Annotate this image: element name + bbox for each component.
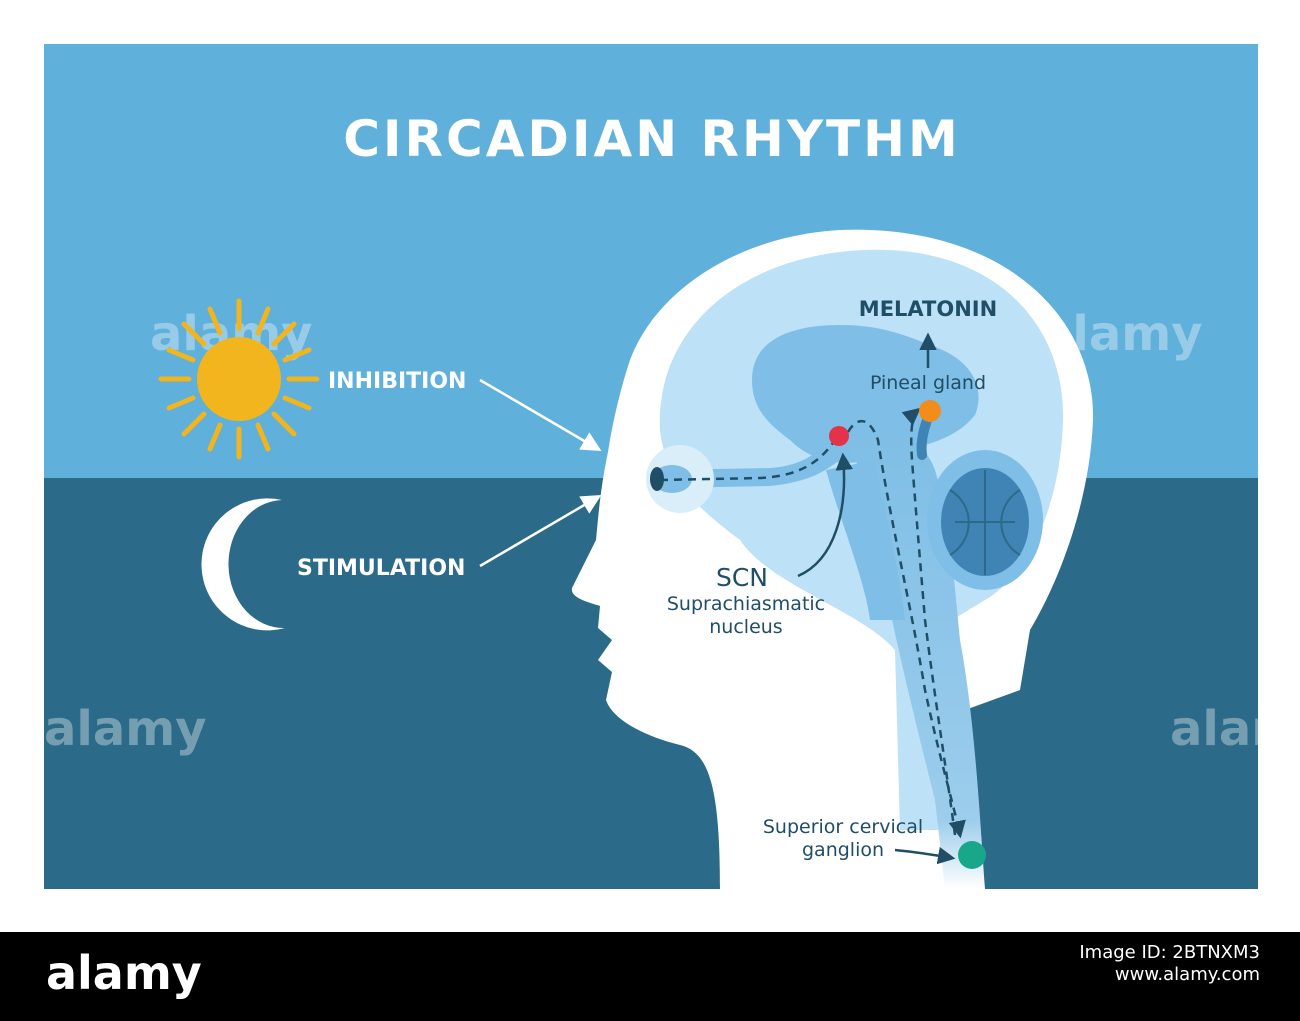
superior-cervical-ganglion-dot [958,841,986,869]
watermark: alamy [44,701,207,757]
scg-label: ganglion [802,839,884,861]
footer-logo: alamy [46,946,202,1000]
scn-dot [829,426,849,446]
page-title: CIRCADIAN RHYTHM [343,110,961,168]
scn-arrow [797,452,853,578]
footer-bar: alamy Image ID: 2BTNXM3 www.alamy.com [0,932,1300,1021]
scg-arrow [894,846,956,865]
brainstem [826,460,905,620]
watermark: alamy [1170,701,1300,757]
pineal-gland-label: Pineal gland [870,372,986,394]
inhibition-label: INHIBITION [328,369,466,394]
pineal-gland-dot [919,400,941,422]
sun-icon [158,298,320,460]
scn-label: SCN [716,563,768,592]
scn-full-label: nucleus [709,616,782,638]
inhibition-arrow [479,378,602,452]
stimulation-arrow [479,494,602,568]
melatonin-label: MELATONIN [859,297,997,321]
image-id-label: Image ID: 2BTNXM3 [1079,942,1260,963]
scg-label: Superior cervical [763,816,923,838]
moon-icon [201,498,285,631]
scn-full-label: Suprachiasmatic [667,593,825,615]
neural-pathway [659,407,966,839]
image-id: Image ID: 2BTNXM3 www.alamy.com [1079,942,1260,986]
cerebellum [927,450,1043,590]
stimulation-label: STIMULATION [297,556,465,581]
site-url: www.alamy.com [1114,964,1260,985]
